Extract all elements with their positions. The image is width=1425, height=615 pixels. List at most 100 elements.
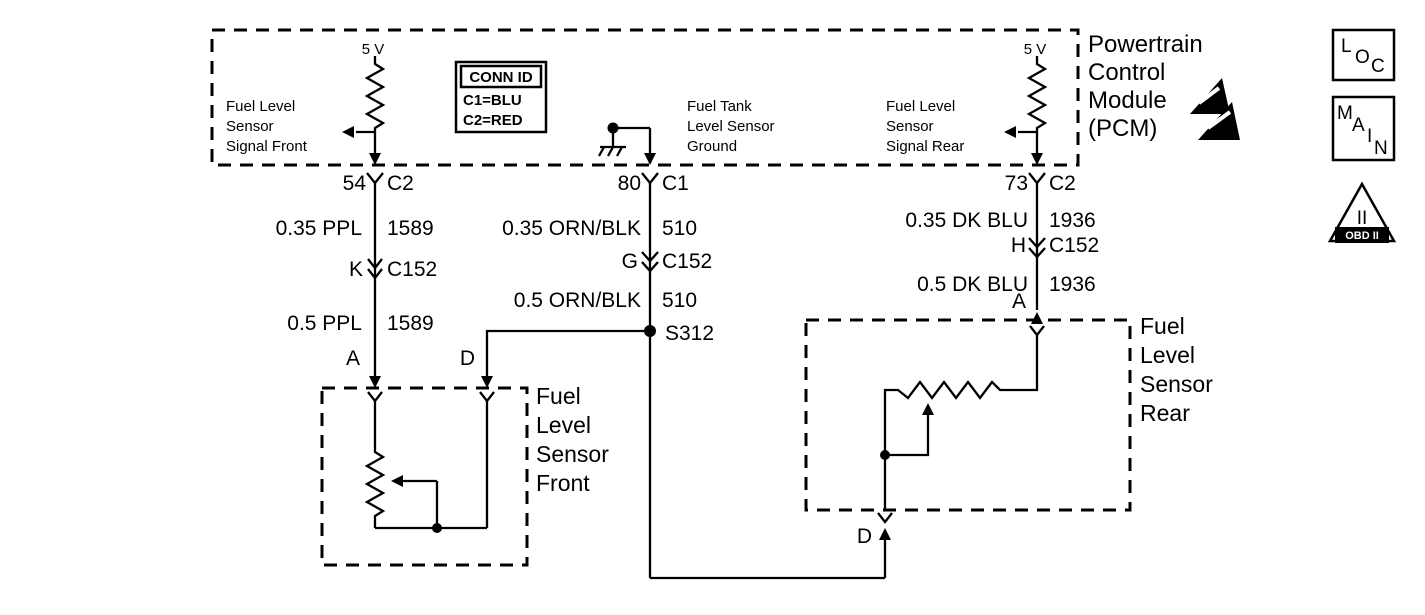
wire-color: 0.5 PPL <box>287 312 362 335</box>
pcm-title-line: Powertrain <box>1088 31 1203 58</box>
pcm-title-line: (PCM) <box>1088 115 1157 142</box>
conn-id-c2: C2=RED <box>463 112 523 129</box>
sender-resistor-icon <box>883 335 1039 510</box>
svg-text:L: L <box>1341 36 1352 57</box>
sensor-pin: D <box>460 347 475 370</box>
inline-connector-icon <box>1028 247 1046 259</box>
pullup-resistor-icon <box>364 56 386 163</box>
svg-text:C: C <box>1371 56 1385 77</box>
pcm-pin: 73 <box>1005 172 1028 195</box>
circuit-number: 510 <box>662 289 697 312</box>
connector-terminal-icon <box>366 172 384 185</box>
circuit-number: 1936 <box>1049 273 1096 296</box>
front-sensor-box <box>320 386 529 567</box>
svg-text:I: I <box>1367 126 1372 147</box>
connector-terminal-icon <box>1028 172 1046 185</box>
arrow-down-icon <box>369 376 381 388</box>
sensor-ground-circuit: 80 C1 0.35 ORN/BLK 510 G C152 0.5 ORN/BL… <box>460 172 893 580</box>
connector-terminal-icon <box>367 391 383 403</box>
pcm-module: Powertrain Control Module (PCM) 5 V Fuel… <box>210 28 1240 167</box>
inline-connector: C152 <box>387 258 437 281</box>
legend: L O C M A I N II OBD II <box>1327 28 1397 243</box>
inline-pin: K <box>349 258 363 281</box>
inline-pin: H <box>1011 234 1026 257</box>
wire-color: 0.35 PPL <box>276 217 362 240</box>
pcm-connector: C2 <box>387 172 414 195</box>
front-fuel-level-sensor: Fuel Level Sensor Front <box>320 383 609 567</box>
obd2-badge-label: OBD II <box>1345 230 1379 242</box>
arrow-up-icon <box>879 528 891 540</box>
svg-text:N: N <box>1374 138 1388 159</box>
arrow-up-icon <box>1031 312 1043 324</box>
main-icon: M A I N <box>1331 95 1396 162</box>
conn-id-c1: C1=BLU <box>463 92 522 109</box>
ground-label: Fuel Tank Level Sensor Ground <box>687 98 775 155</box>
circuit-number: 1589 <box>387 312 434 335</box>
svg-text:Fuel: Fuel <box>1140 313 1185 339</box>
svg-text:Level: Level <box>536 412 591 438</box>
obd2-numeral: II <box>1357 208 1368 229</box>
signal-rear-label: Fuel Level Sensor Signal Rear <box>886 98 964 155</box>
circuit-number: 1936 <box>1049 209 1096 232</box>
front-signal-circuit: 54 C2 0.35 PPL 1589 K C152 0.5 PPL 1589 … <box>276 172 437 388</box>
wire-color: 0.35 DK BLU <box>905 209 1028 232</box>
wire-color: 0.5 DK BLU <box>917 273 1028 296</box>
wire-color: 0.35 ORN/BLK <box>502 217 641 240</box>
arrow-down-icon <box>1031 153 1043 165</box>
pullup-resistor-icon <box>1026 56 1048 163</box>
connector-terminal-icon <box>641 172 659 185</box>
front-sensor-label: Fuel Level Sensor Front <box>536 383 609 496</box>
svg-text:Signal Front: Signal Front <box>226 138 308 155</box>
connector-terminal-icon <box>877 512 893 524</box>
supply-5v-label: 5 V <box>1024 41 1047 58</box>
rear-sensor-box <box>804 318 1132 512</box>
pcm-title-line: Module <box>1088 87 1167 114</box>
pcm-connector: C1 <box>662 172 689 195</box>
svg-text:A: A <box>1352 115 1365 136</box>
pcm-box <box>210 28 1080 167</box>
inline-connector-icon <box>367 268 383 280</box>
svg-text:Fuel Level: Fuel Level <box>226 98 295 115</box>
connector-terminal-icon <box>479 391 495 403</box>
loc-icon: L O C <box>1331 28 1396 82</box>
wiper-arrow-icon <box>922 403 934 415</box>
sensor-pin: D <box>857 525 872 548</box>
supply-5v-label: 5 V <box>362 41 385 58</box>
svg-text:Sensor: Sensor <box>536 441 609 467</box>
arrow-left-icon <box>342 126 354 138</box>
sensor-pin: A <box>346 347 360 370</box>
inline-connector-icon <box>641 261 659 273</box>
svg-text:Signal Rear: Signal Rear <box>886 138 964 155</box>
inline-connector-icon <box>1028 237 1046 249</box>
wiper-arrow-icon <box>391 475 403 487</box>
esd-warning-icon <box>1190 78 1240 140</box>
arrow-down-icon <box>481 376 493 388</box>
arrow-down-icon <box>644 153 656 165</box>
svg-text:Sensor: Sensor <box>226 118 274 135</box>
arrow-down-icon <box>369 153 381 165</box>
pcm-connector: C2 <box>1049 172 1076 195</box>
svg-text:Level Sensor: Level Sensor <box>687 118 775 135</box>
pcm-title: Powertrain Control Module (PCM) <box>1088 31 1203 142</box>
obd2-badge <box>1335 227 1389 243</box>
svg-text:Fuel Level: Fuel Level <box>886 98 955 115</box>
sender-resistor-icon <box>364 401 386 528</box>
conn-id-box: CONN ID C1=BLU C2=RED <box>454 60 548 134</box>
circuit-number: 510 <box>662 217 697 240</box>
svg-text:Front: Front <box>536 470 590 496</box>
pcm-title-line: Control <box>1088 59 1165 86</box>
svg-text:M: M <box>1337 103 1353 124</box>
circuit-number: 1589 <box>387 217 434 240</box>
svg-text:Ground: Ground <box>687 138 737 155</box>
svg-text:Fuel Tank: Fuel Tank <box>687 98 752 115</box>
wire-color: 0.5 ORN/BLK <box>514 289 641 312</box>
inline-connector: C152 <box>1049 234 1099 257</box>
sensor-pin: A <box>1012 290 1026 313</box>
connector-terminal-icon <box>1029 325 1045 337</box>
svg-text:Sensor: Sensor <box>886 118 934 135</box>
svg-text:O: O <box>1355 47 1370 68</box>
conn-id-title: CONN ID <box>469 69 533 86</box>
pcm-pin: 80 <box>618 172 641 195</box>
